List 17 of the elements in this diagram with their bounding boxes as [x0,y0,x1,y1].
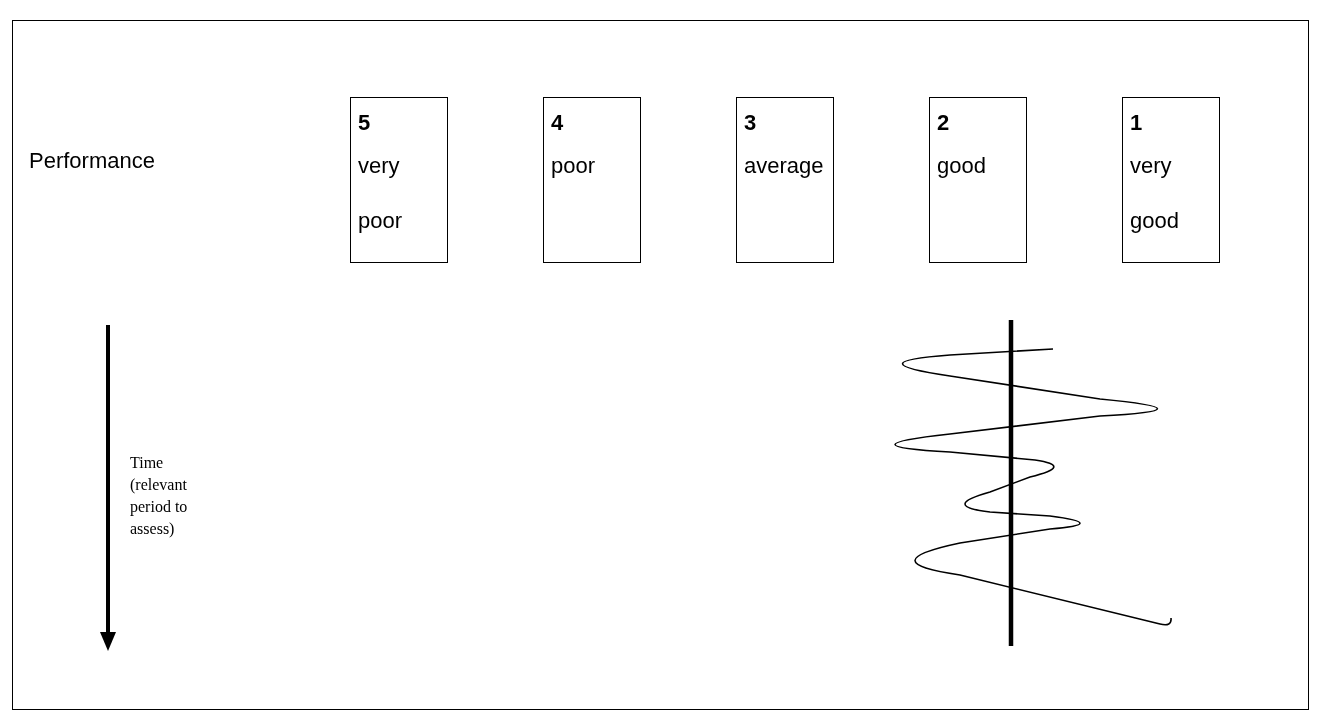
rating-number: 3 [744,110,758,136]
rating-box [350,97,448,263]
rating-label: very poor [358,152,404,235]
rating-box [543,97,641,263]
axis-label: Performance [29,147,155,175]
rating-label: very good [1130,152,1180,235]
rating-label: good [937,152,987,180]
rating-number: 2 [937,110,951,136]
rating-box [1122,97,1220,263]
rating-number: 5 [358,110,372,136]
axis-label: Time (relevant period to assess) [130,453,189,540]
rating-box [929,97,1027,263]
rating-number: 4 [551,110,565,136]
rating-number: 1 [1130,110,1144,136]
rating-label: poor [551,152,597,180]
rating-label: average [744,152,825,180]
rating-box [736,97,834,263]
